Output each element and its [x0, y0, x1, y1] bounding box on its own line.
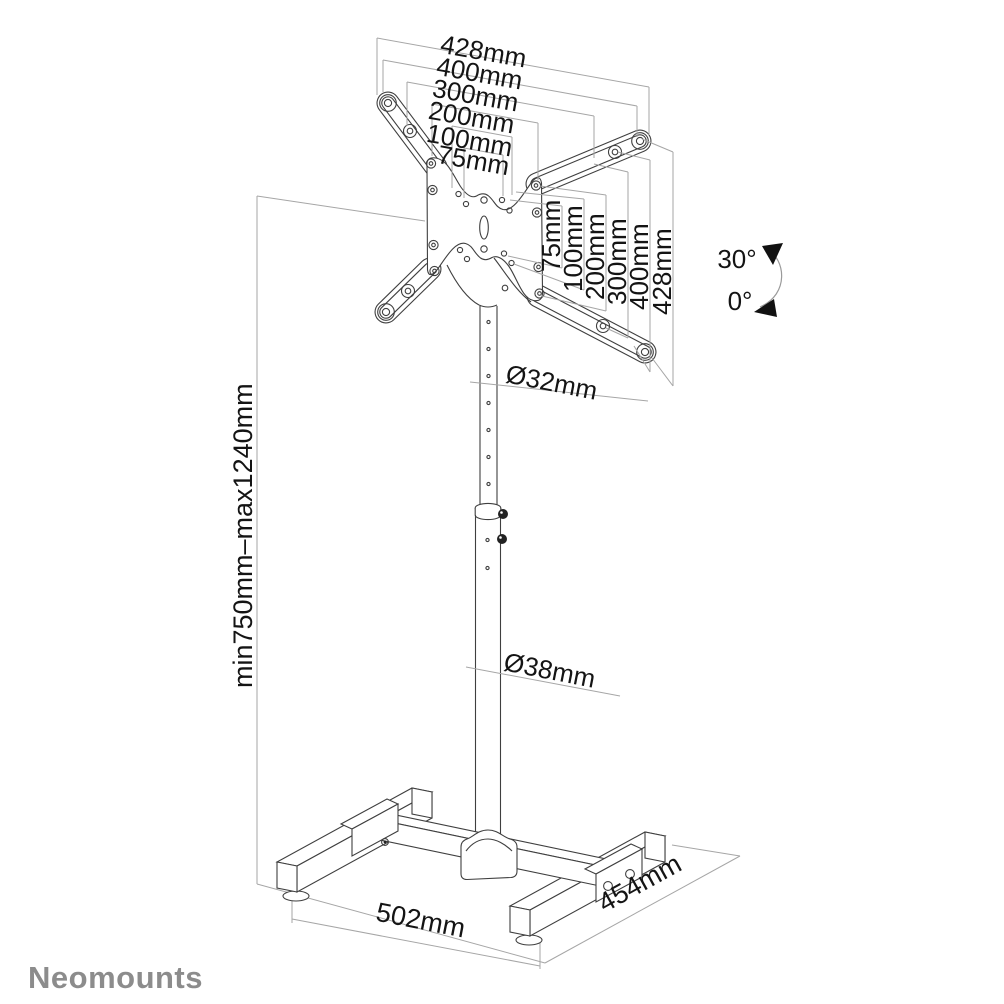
floor-base [275, 787, 667, 946]
crossbar-left-sleeve [339, 798, 400, 857]
right-dim-100: 100mm [558, 205, 588, 292]
arm-holes [377, 94, 654, 361]
brand-logo: Neomounts [28, 960, 203, 995]
pole-upper-tube [479, 306, 498, 510]
right-height-dimensions: 75mm 100mm 200mm 300mm 400mm 428mm [507, 138, 677, 387]
vesa-plate [425, 157, 545, 302]
right-dim-428: 428mm [647, 228, 677, 315]
height-range-label: min750mm–max1240mm [228, 383, 258, 688]
base-width-label: 502mm [374, 897, 468, 944]
left-foot-pad [282, 890, 310, 902]
arm-upper-right [525, 129, 652, 196]
top-width-dimensions: 428mm 400mm 300mm 200mm 100mm 75mm [376, 29, 650, 198]
arm-lower-right [526, 284, 657, 364]
tilt-max-label: 30° [717, 244, 756, 274]
tilt-indicator: 30° 0° [717, 243, 783, 317]
pole-adjustment-holes [486, 319, 491, 487]
height-dimension-line [256, 195, 426, 884]
vesa-plate-holes [425, 158, 545, 299]
tilt-bracket [446, 257, 532, 308]
crossbar-right-sleeve [583, 843, 644, 903]
arm-lower-left [374, 257, 442, 324]
right-dim-400: 400mm [624, 223, 654, 310]
base-center-block [460, 829, 518, 881]
collar-knobs [497, 509, 508, 544]
arm-upper-left [376, 91, 448, 179]
right-dim-75: 75mm [536, 200, 566, 272]
tilt-arrow-up [762, 243, 783, 265]
tilt-min-label: 0° [728, 286, 753, 316]
right-dim-300: 300mm [602, 218, 632, 305]
tilt-arrow-down [754, 299, 777, 317]
vesa-extension-arms [374, 91, 657, 364]
pole-upper-diameter-label: Ø32mm [503, 359, 599, 406]
right-foot-pad [515, 934, 543, 946]
pole-lower-diameter-label: Ø38mm [501, 647, 597, 694]
right-dim-200: 200mm [580, 213, 610, 300]
pole-lower-tube [474, 502, 508, 843]
